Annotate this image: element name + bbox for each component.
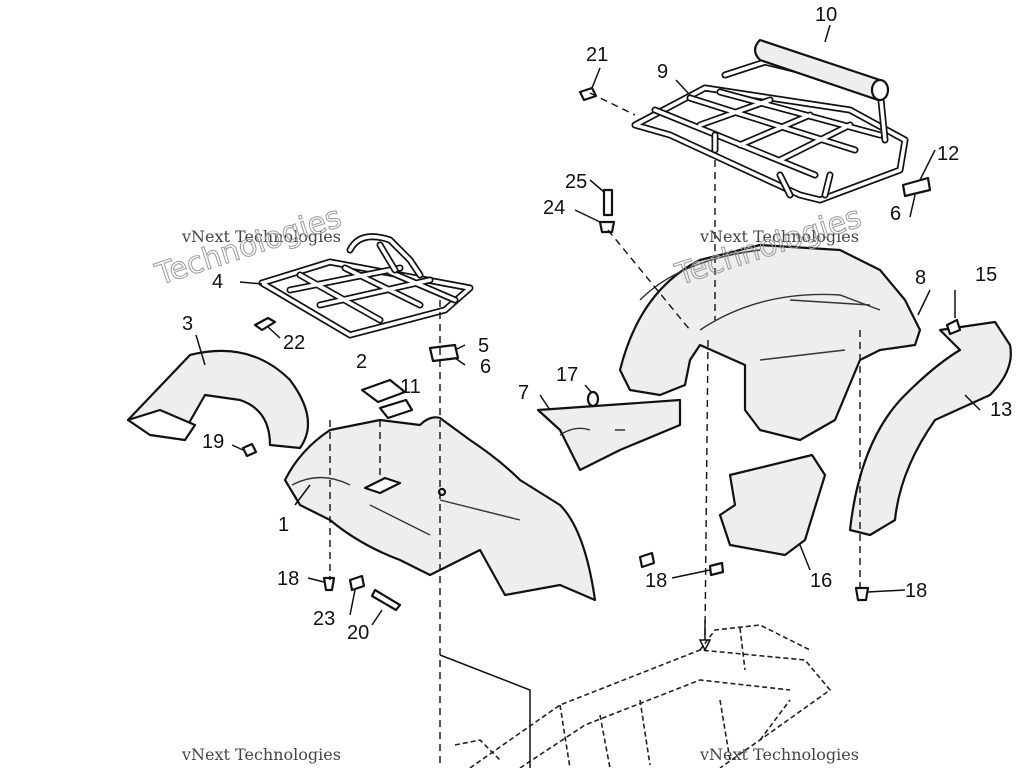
- small-parts: [241, 86, 962, 612]
- callout-18a: 18: [277, 568, 299, 590]
- front-rack: [258, 233, 474, 339]
- front-inner-fender: [126, 349, 310, 450]
- callout-18c: 18: [905, 580, 927, 602]
- callout-17: 17: [556, 364, 578, 386]
- callout-5: 5: [478, 335, 489, 357]
- callout-18b: 18: [645, 570, 667, 592]
- callout-3: 3: [182, 313, 193, 335]
- watermark-line1-left: vNext Technologies: [181, 227, 341, 246]
- callout-20: 20: [347, 622, 369, 644]
- callout-25: 25: [565, 171, 587, 193]
- callout-24: 24: [543, 197, 565, 219]
- callout-19: 19: [202, 431, 224, 453]
- callout-leaders: [195, 24, 981, 626]
- side-shield: [536, 398, 682, 472]
- callout-22: 22: [283, 332, 305, 354]
- watermark-line2-left: Technologies: [151, 200, 346, 293]
- callout-16: 16: [810, 570, 832, 592]
- watermark-line1-bottom-left: vNext Technologies: [181, 745, 341, 764]
- assembly-lines: [329, 92, 861, 768]
- callout-23: 23: [313, 608, 335, 630]
- callout-12: 12: [937, 143, 959, 165]
- callout-10: 10: [815, 4, 837, 26]
- callout-labels: 1 2 3 4 5 6 6 7 8 9 10 11 12 13 15 16 17…: [182, 4, 1012, 644]
- mud-flap: [718, 453, 827, 557]
- callout-6b: 6: [890, 203, 901, 225]
- callout-4: 4: [212, 271, 223, 293]
- rear-flare: [848, 320, 1012, 537]
- callout-13: 13: [990, 399, 1012, 421]
- callout-9: 9: [657, 61, 668, 83]
- callout-8: 8: [915, 267, 926, 289]
- callout-21: 21: [586, 44, 608, 66]
- callout-15: 15: [975, 264, 997, 286]
- watermark-line1-right: vNext Technologies: [699, 227, 859, 246]
- callout-11: 11: [400, 376, 421, 398]
- rack-pad: [753, 38, 890, 102]
- callout-1: 1: [278, 514, 289, 536]
- callout-7: 7: [518, 382, 529, 404]
- watermark-line1-bottom-right: vNext Technologies: [699, 745, 859, 764]
- callout-6a: 6: [480, 356, 491, 378]
- rear-fender: [618, 243, 922, 442]
- callout-2: 2: [356, 351, 367, 373]
